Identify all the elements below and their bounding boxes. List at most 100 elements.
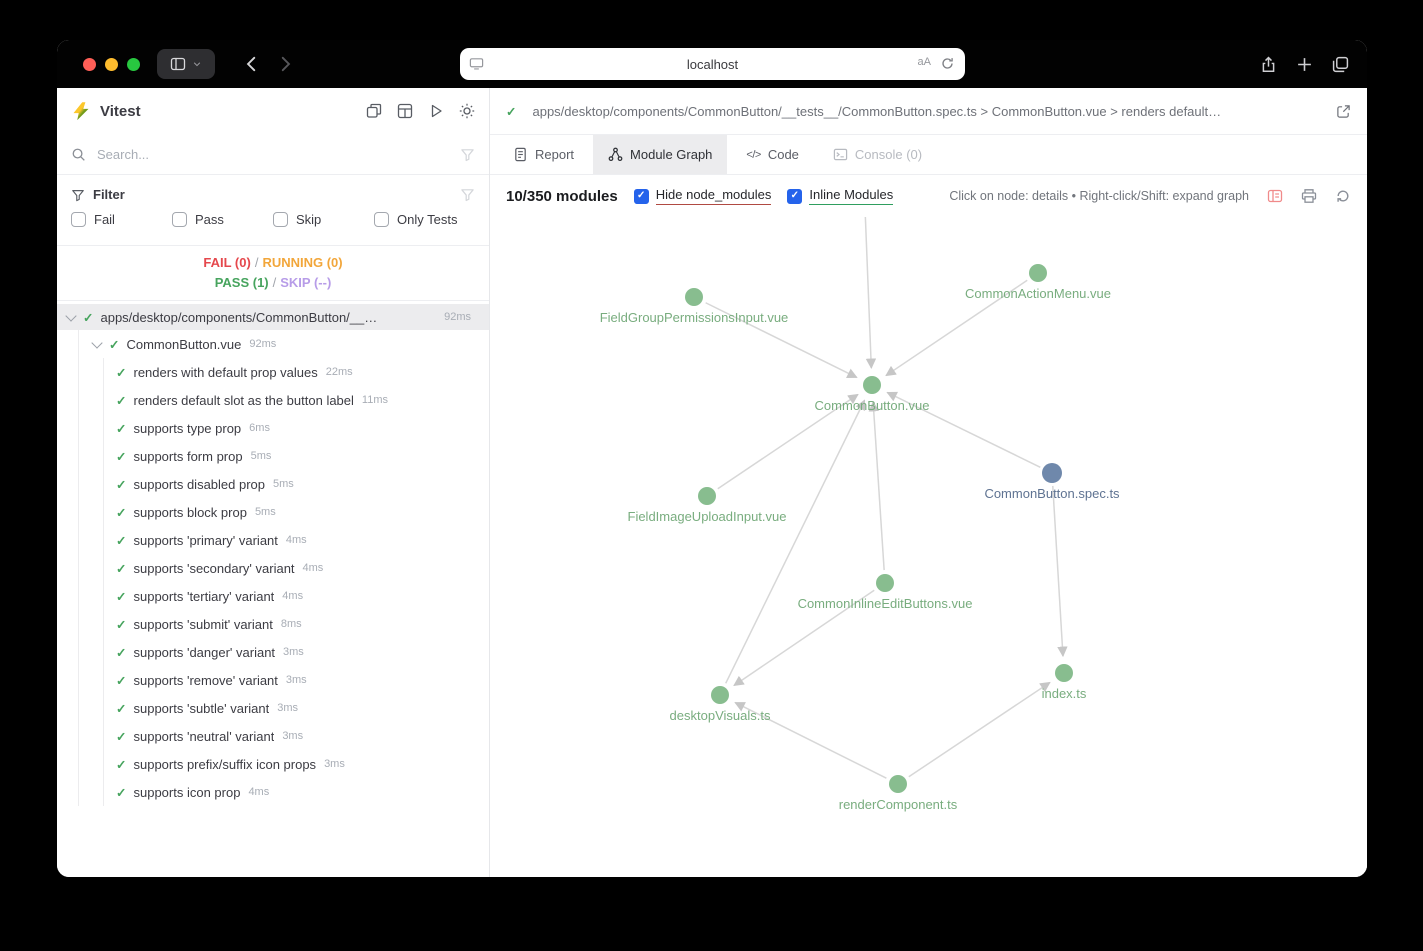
module-node-circle[interactable] (1029, 264, 1047, 282)
test-name: renders default slot as the button label (133, 392, 354, 408)
test-row[interactable]: ✓ supports 'danger' variant 3ms (104, 638, 489, 666)
clear-search-icon[interactable] (460, 147, 475, 162)
test-name: supports disabled prop (133, 476, 266, 492)
clear-filters-icon[interactable] (460, 187, 475, 202)
test-duration: 5ms (273, 478, 294, 490)
module-node-circle[interactable] (1055, 664, 1073, 682)
test-row[interactable]: ✓ renders default slot as the button lab… (104, 386, 489, 414)
test-row[interactable]: ✓ renders with default prop values 22ms (104, 358, 489, 386)
tab-code[interactable]: </> Code (746, 147, 799, 162)
test-row[interactable]: ✓ supports block prop 5ms (104, 498, 489, 526)
test-row[interactable]: ✓ supports 'tertiary' variant 4ms (104, 582, 489, 610)
printer-icon[interactable] (1301, 188, 1317, 204)
status-line-1: FAIL (0)/RUNNING (0) (203, 255, 343, 270)
test-row[interactable]: ✓ supports form prop 5ms (104, 442, 489, 470)
test-file-row[interactable]: ✓ apps/desktop/components/CommonButton/_… (57, 304, 489, 330)
module-node-label: index.ts (1042, 686, 1087, 701)
close-window-button[interactable] (83, 57, 96, 71)
coverage-button[interactable] (397, 103, 413, 119)
tab-overview-icon[interactable] (1332, 56, 1349, 73)
graph-edge (868, 400, 885, 571)
hide-node-modules-toggle[interactable]: ✓ Hide node_modules (633, 187, 772, 205)
test-row[interactable]: ✓ supports 'submit' variant 8ms (104, 610, 489, 638)
forward-button[interactable] (276, 55, 294, 73)
pass-icon: ✓ (83, 310, 94, 325)
translate-icon[interactable]: aA (917, 56, 931, 68)
dashboard-button[interactable] (366, 103, 382, 119)
filter-skip-checkbox[interactable]: Skip (273, 212, 374, 227)
browser-toolbar: localhost aA (57, 40, 1367, 88)
test-duration: 4ms (302, 562, 324, 574)
module-node-circle[interactable] (876, 574, 894, 592)
test-row[interactable]: ✓ supports disabled prop 5ms (104, 470, 489, 498)
theme-toggle-button[interactable] (459, 103, 475, 119)
run-status-summary: FAIL (0)/RUNNING (0) PASS (1)/SKIP (--) (57, 245, 489, 301)
tab-report[interactable]: Report (498, 135, 589, 174)
fail-count: FAIL (0) (203, 255, 251, 270)
module-node-circle[interactable] (698, 487, 716, 505)
module-node-circle[interactable] (889, 775, 907, 793)
zoom-window-button[interactable] (127, 57, 140, 71)
checkbox-icon[interactable] (71, 212, 86, 227)
reset-graph-icon[interactable] (1335, 188, 1351, 204)
checkbox-icon[interactable] (374, 212, 389, 227)
pass-icon: ✓ (116, 757, 127, 772)
graph-node-dv[interactable]: desktopVisuals.ts (670, 686, 771, 723)
tab-console[interactable]: Console (0) (818, 135, 937, 174)
sidebar-toggle-button[interactable] (157, 49, 215, 79)
search-input[interactable] (95, 145, 451, 163)
back-button[interactable] (243, 55, 261, 73)
module-node-circle[interactable] (863, 376, 881, 394)
test-duration: 4ms (282, 590, 304, 602)
chevron-down-icon[interactable] (91, 336, 103, 349)
inline-modules-toggle[interactable]: ✓ Inline Modules (787, 187, 894, 205)
test-row[interactable]: ✓ supports 'subtle' variant 3ms (104, 694, 489, 722)
module-graph-canvas[interactable]: FieldGroupPermissionsInput.vue CommonActi… (490, 217, 1367, 877)
node-details-icon[interactable] (1267, 188, 1283, 204)
module-node-circle[interactable] (711, 686, 729, 704)
pass-icon: ✓ (116, 729, 127, 744)
module-node-label: FieldImageUploadInput.vue (628, 509, 787, 524)
rerun-all-button[interactable] (428, 103, 444, 119)
address-bar[interactable]: localhost aA (460, 48, 965, 80)
test-name: supports 'remove' variant (133, 672, 278, 688)
breadcrumb-text: apps/desktop/components/CommonButton/__t… (532, 103, 1222, 119)
open-in-editor-icon[interactable] (1336, 104, 1351, 119)
graph-node-rc[interactable]: renderComponent.ts (839, 775, 958, 812)
test-row[interactable]: ✓ supports prefix/suffix icon props 3ms (104, 750, 489, 778)
pass-icon: ✓ (116, 365, 127, 380)
new-tab-icon[interactable] (1296, 56, 1313, 73)
module-node-circle[interactable] (685, 288, 703, 306)
checkbox-icon[interactable] (273, 212, 288, 227)
checkbox-checked-icon[interactable]: ✓ (633, 188, 649, 204)
module-node-circle[interactable] (1042, 463, 1062, 483)
test-row[interactable]: ✓ supports icon prop 4ms (104, 778, 489, 806)
checkbox-icon[interactable] (172, 212, 187, 227)
filter-only-tests-checkbox[interactable]: Only Tests (374, 212, 475, 227)
graph-edge (864, 217, 877, 370)
test-row[interactable]: ✓ supports 'secondary' variant 4ms (104, 554, 489, 582)
test-suite-row[interactable]: ✓ CommonButton.vue 92ms (79, 330, 489, 358)
minimize-window-button[interactable] (105, 57, 118, 71)
graph-node-cieb[interactable]: CommonInlineEditButtons.vue (798, 574, 973, 611)
pass-icon: ✓ (116, 421, 127, 436)
tab-module-graph[interactable]: Module Graph (593, 135, 728, 174)
reload-icon[interactable] (940, 56, 955, 71)
test-row[interactable]: ✓ supports 'remove' variant 3ms (104, 666, 489, 694)
graph-node-idx[interactable]: index.ts (1042, 664, 1087, 701)
graph-node-fiui[interactable]: FieldImageUploadInput.vue (628, 487, 787, 524)
graph-node-fgpi[interactable]: FieldGroupPermissionsInput.vue (600, 288, 789, 325)
test-row[interactable]: ✓ supports 'primary' variant 4ms (104, 526, 489, 554)
graph-node-spec[interactable]: CommonButton.spec.ts (984, 463, 1120, 501)
module-graph[interactable]: FieldGroupPermissionsInput.vue CommonActi… (490, 217, 1367, 877)
chevron-down-icon[interactable] (65, 309, 77, 322)
filter-pass-checkbox[interactable]: Pass (172, 212, 273, 227)
checkbox-checked-icon[interactable]: ✓ (787, 188, 803, 204)
graph-node-cam[interactable]: CommonActionMenu.vue (965, 264, 1111, 301)
test-row[interactable]: ✓ supports type prop 6ms (104, 414, 489, 442)
filter-fail-checkbox[interactable]: Fail (71, 212, 172, 227)
share-icon[interactable] (1260, 56, 1277, 73)
graph-node-cb[interactable]: CommonButton.vue (815, 376, 930, 413)
test-row[interactable]: ✓ supports 'neutral' variant 3ms (104, 722, 489, 750)
test-duration: 4ms (248, 786, 270, 798)
